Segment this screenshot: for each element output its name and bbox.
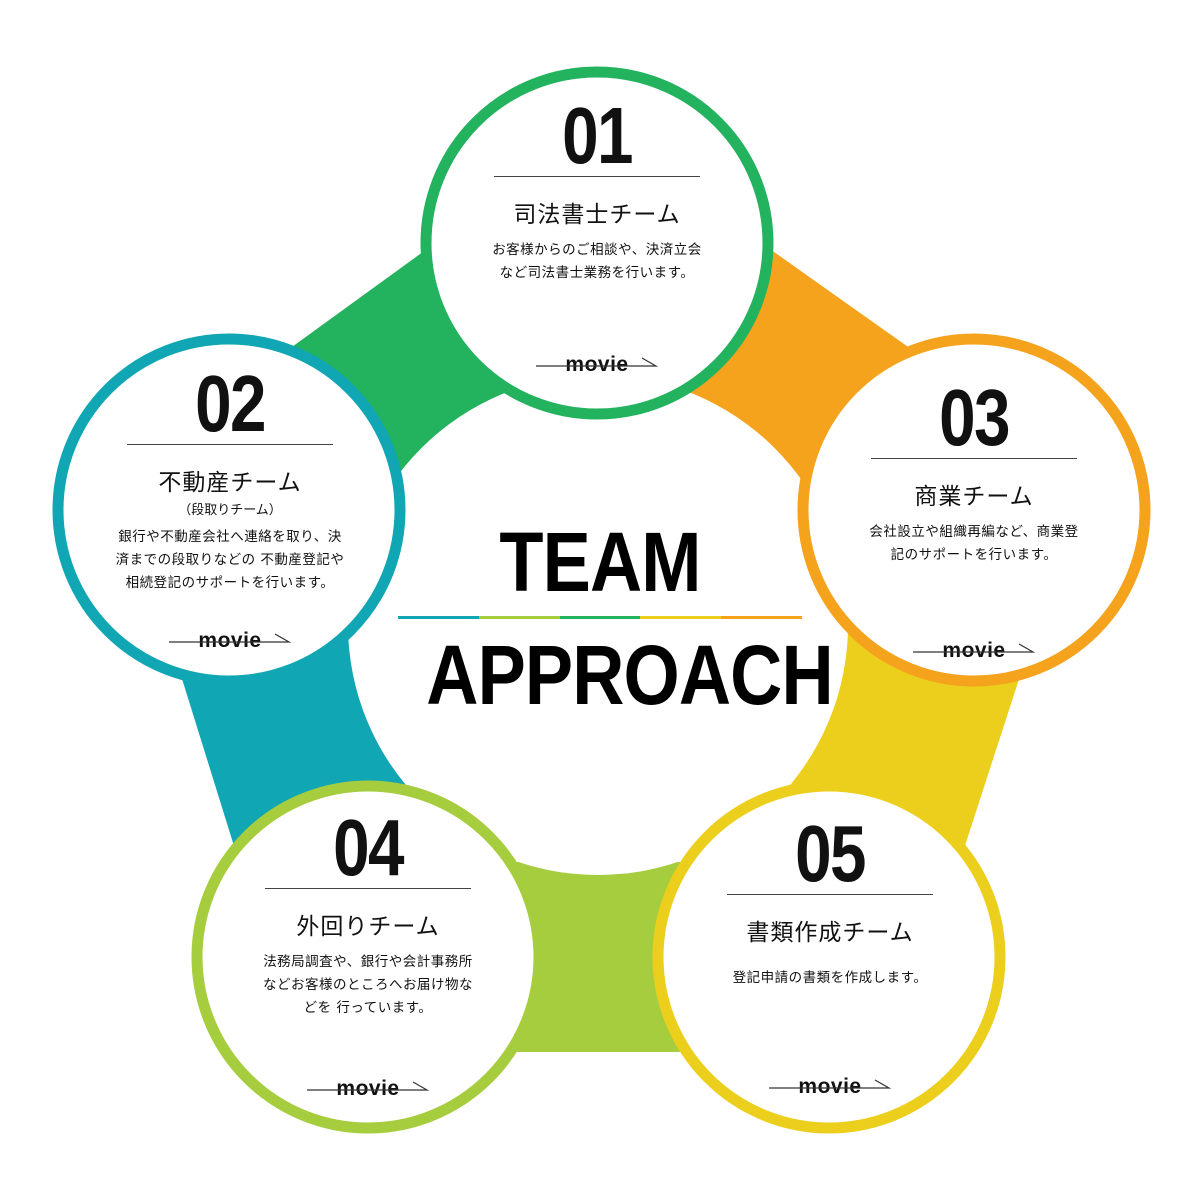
team-card-04: 04 外回りチーム 法務局調査や、銀行や会計事務所 などお客様のところへお届け物… [218,808,518,1108]
movie-label: movie [565,353,629,376]
team-number: 03 [939,373,1010,462]
team-circle-ring [797,333,1151,687]
team-circle-ring [191,780,545,1134]
team-name: 商業チーム [914,484,1034,510]
movie-label: movie [336,1077,400,1100]
team-card-03: 03 商業チーム 会社設立や組織再編など、商業登 記のサポートを行います。 mo… [824,378,1124,678]
team-description: 会社設立や組織再編など、商業登 記のサポートを行います。 [869,524,1079,563]
movie-link[interactable]: movie [167,630,293,652]
team-description: お客様からのご相談や、決済立会 など司法書士業務を行います。 [492,242,702,281]
movie-link[interactable]: movie [305,1078,431,1100]
team-description: 登記申請の書類を作成します。 [732,970,928,986]
arrow-icon [913,643,1036,653]
movie-link[interactable]: movie [911,640,1037,662]
arrow-icon [536,357,659,367]
number-underline [494,176,700,177]
team-card-01: 01 司法書士チーム お客様からのご相談や、決済立会 など司法書士業務を行います… [447,96,747,396]
movie-link[interactable]: movie [534,354,660,376]
center-title-approach: APPROACH [426,628,833,722]
center-hub [348,375,848,875]
team-circle-ring [652,780,1006,1134]
team-subtitle: （段取りチーム） [178,503,282,518]
divider-segment [398,616,479,619]
team-number: 05 [795,809,866,898]
center-title-team: TEAM [499,515,701,609]
team-circle-ring [52,333,406,687]
number-underline [727,894,933,895]
number-underline [127,444,333,445]
movie-link[interactable]: movie [767,1076,893,1098]
team-number: 01 [562,91,633,180]
team-card-05: 05 書類作成チーム 登記申請の書類を作成します。 movie [680,814,980,1114]
team-number: 02 [195,359,266,448]
arrow-icon [307,1081,430,1091]
movie-label: movie [198,629,262,652]
team-number: 04 [333,803,404,892]
team-name: 書類作成チーム [746,920,914,946]
arrow-icon [769,1079,892,1089]
number-underline [871,458,1077,459]
divider-segment [478,616,560,619]
team-name: 不動産チーム [158,470,302,496]
team-name: 外回りチーム [296,914,440,940]
divider-segment [640,616,722,619]
team-description: 銀行や不動産会社へ連絡を取り、決 済までの段取りなどの 不動産登記や 相続登記の… [115,529,345,591]
divider-segment [559,616,641,619]
center-divider [398,616,802,619]
team-card-02: 02 不動産チーム （段取りチーム） 銀行や不動産会社へ連絡を取り、決 済までの… [80,364,380,664]
divider-segment [721,616,802,619]
team-circle-ring [420,66,774,420]
arrow-icon [169,633,292,643]
number-underline [265,888,471,889]
movie-label: movie [798,1075,862,1098]
team-name: 司法書士チーム [513,202,681,228]
movie-label: movie [942,639,1006,662]
center-title: TEAM APPROACH [398,515,834,730]
team-description: 法務局調査や、銀行や会計事務所 などお客様のところへお届け物な どを 行っていま… [263,954,473,1016]
